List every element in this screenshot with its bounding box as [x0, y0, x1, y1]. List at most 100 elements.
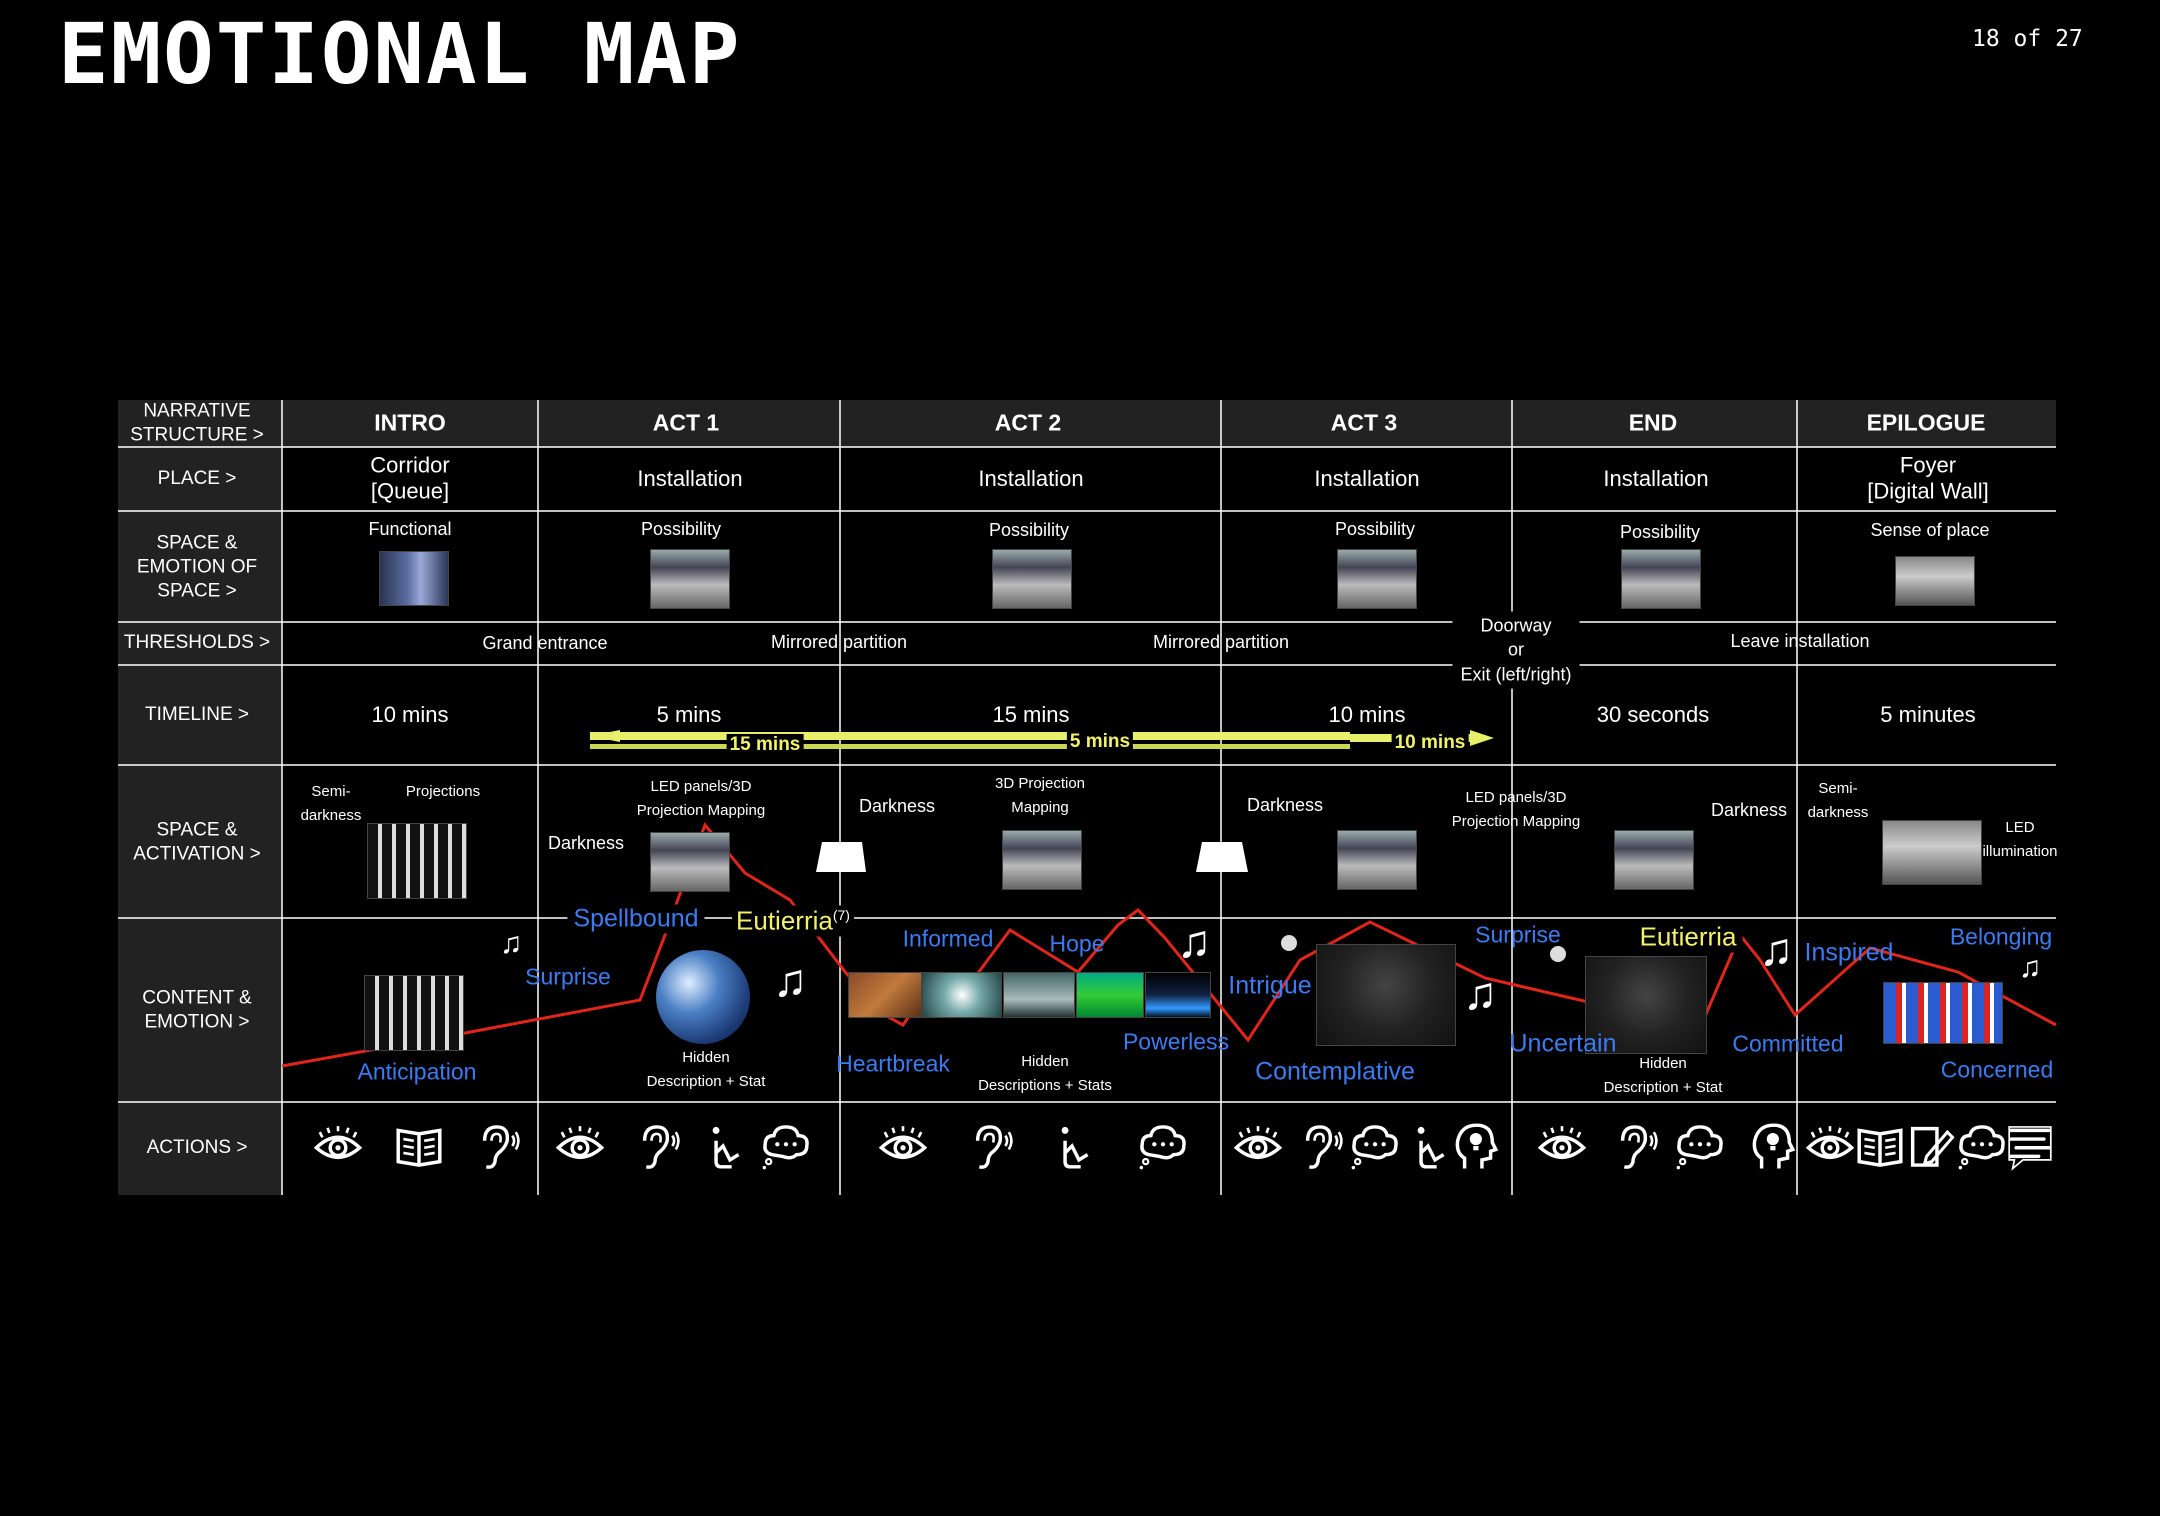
planet-horizon-image [1145, 972, 1211, 1018]
duration-end: 30 seconds [1596, 701, 1710, 727]
room-thumbnail [1337, 830, 1417, 890]
activation-led-panels: LED panels/3D Projection Mapping [1451, 789, 1581, 830]
landscape-image [848, 972, 922, 1018]
activation-darkness: Darkness [1710, 799, 1788, 820]
duration-act1: 5 mins [656, 701, 722, 727]
emotion-heartbreak: Heartbreak [836, 1050, 950, 1077]
duration-act3: 10 mins [1328, 701, 1406, 727]
storm-image [922, 972, 1002, 1018]
act-header-end: END [1628, 409, 1678, 436]
room-thumbnail [1002, 830, 1082, 890]
forest-image [1076, 972, 1144, 1018]
emotion-uncertain: Uncertain [1509, 1029, 1617, 1058]
speech-cloud-icon [1349, 1120, 1401, 1172]
ear-icon [1292, 1120, 1344, 1172]
emotion-intrigue: Intrigue [1228, 971, 1312, 1000]
music-note-icon: ♫ [1758, 923, 1794, 975]
room-thumbnail [650, 549, 730, 609]
duration-epilogue: 5 minutes [1880, 701, 1976, 727]
space-emotion-epilogue: Sense of place [1870, 519, 1990, 540]
duration-act2: 15 mins [992, 701, 1070, 727]
book-icon [1854, 1120, 1906, 1172]
place-end: Installation [1603, 465, 1709, 491]
page-title: EMOTIONAL MAP [58, 5, 742, 103]
space-emotion-end: Possibility [1619, 521, 1701, 542]
room-thumbnail [1621, 549, 1701, 609]
activation-darkness: Darkness [547, 832, 625, 853]
row-label-place: PLACE > [157, 468, 237, 490]
row-label-content: CONTENT & EMOTION > [142, 987, 252, 1032]
emotion-powerless: Powerless [1122, 1028, 1230, 1055]
emotion-eutierria-label: Eutierria [736, 905, 833, 936]
activation-darkness: Darkness [858, 795, 936, 816]
place-act2: Installation [978, 465, 1084, 491]
act-header-epilogue: EPILOGUE [1866, 409, 1986, 436]
speech-cloud-icon [1674, 1120, 1726, 1172]
touch-icon [1046, 1120, 1098, 1172]
place-epilogue: Foyer [Digital Wall] [1867, 452, 1989, 504]
space-emotion-act3: Possibility [1334, 518, 1416, 539]
timeline-arrow-label: 10 mins [1391, 732, 1469, 754]
earth-exhibit-image [1585, 956, 1707, 1054]
room-thumbnail [1337, 549, 1417, 609]
emotion-spellbound: Spellbound [567, 904, 705, 934]
act-header-act1: ACT 1 [652, 409, 720, 436]
idea-head-icon [1746, 1120, 1798, 1172]
sound-dot-icon [1281, 935, 1297, 951]
threshold-doorway: Doorway or Exit (left/right) [1452, 611, 1580, 689]
corridor-thumbnail [379, 551, 449, 606]
duration-intro: 10 mins [371, 701, 449, 727]
eye-icon [1804, 1120, 1856, 1172]
idea-head-icon [1449, 1120, 1501, 1172]
emotion-belonging: Belonging [1949, 923, 2053, 950]
row-label-actions: ACTIONS > [146, 1137, 248, 1159]
ear-icon [1607, 1120, 1659, 1172]
eye-icon [1232, 1120, 1284, 1172]
row-label-space-emotion: SPACE & EMOTION OF SPACE > [136, 532, 258, 601]
emotion-committed: Committed [1732, 1030, 1844, 1057]
row-label-narrative: NARRATIVE STRUCTURE > [130, 400, 264, 445]
act-header-intro: INTRO [374, 409, 446, 436]
act-header-act3: ACT 3 [1330, 409, 1398, 436]
emotion-eutierria: Eutierria [1633, 921, 1743, 953]
sound-dot-icon [1550, 946, 1566, 962]
touch-icon [1402, 1120, 1454, 1172]
reference-marker: (7) [832, 906, 850, 923]
emotion-hope: Hope [1049, 930, 1105, 957]
space-emotion-intro: Functional [368, 518, 452, 539]
music-note-icon: ♫ [1462, 967, 1498, 1019]
emotion-concerned: Concerned [1940, 1056, 2054, 1083]
earth-exhibit-image [1316, 944, 1456, 1046]
content-note-hidden: Hidden Description + Stat [646, 1049, 766, 1090]
page-indicator: 18 of 27 [1972, 26, 2083, 52]
row-label-thresholds: THRESHOLDS > [123, 632, 271, 654]
activation-3d-mapping: 3D Projection Mapping [994, 775, 1086, 816]
tunnel-thumbnail [367, 823, 467, 899]
act-header-act2: ACT 2 [994, 409, 1062, 436]
music-note-icon: ♫ [499, 927, 523, 960]
emotion-eutierria: Eutierria(7) [732, 905, 854, 937]
music-note-icon: ♫ [772, 954, 808, 1006]
activation-led-illumination: LED illumination [1982, 819, 2058, 860]
threshold-mirrored-partition: Mirrored partition [770, 631, 908, 652]
digital-wall-image [1883, 982, 2003, 1044]
emotion-surprise: Surprise [1475, 921, 1561, 948]
room-thumbnail [650, 832, 730, 892]
ear-icon [469, 1120, 521, 1172]
eye-icon [877, 1120, 929, 1172]
emotion-surprise: Surprise [525, 963, 611, 990]
speech-cloud-icon [1137, 1120, 1189, 1172]
speech-cloud-icon [1956, 1120, 2008, 1172]
music-note-icon: ♫ [1176, 915, 1212, 967]
room-thumbnail [992, 549, 1072, 609]
foyer-thumbnail [1895, 556, 1975, 606]
emotion-inspired: Inspired [1804, 938, 1894, 967]
earth-image [656, 950, 750, 1044]
music-note-icon: ♫ [2018, 951, 2042, 984]
eye-icon [312, 1120, 364, 1172]
place-intro: Corridor [Queue] [370, 452, 450, 504]
content-note-hidden: Hidden Descriptions + Stats [978, 1053, 1112, 1094]
speech-cloud-icon [760, 1120, 812, 1172]
emotion-anticipation: Anticipation [357, 1058, 477, 1085]
